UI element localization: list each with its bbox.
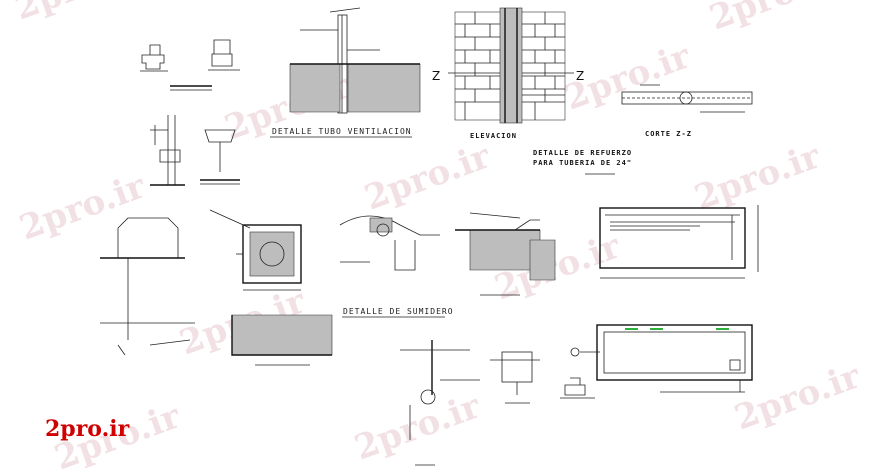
lavatory-details — [150, 115, 240, 186]
piping-riser — [400, 340, 480, 466]
title-refuerzo-line2: PARA TUBERIA DE 24" — [533, 159, 632, 167]
tank-plan-top — [599, 205, 759, 279]
logo: 2pro.ir — [45, 416, 130, 442]
title-sumidero: DETALLE DE SUMIDERO — [343, 307, 454, 316]
section-marker-z-left: Z — [432, 69, 440, 83]
tank-section-detail — [100, 217, 195, 356]
sumidero-section: DETALLE DE SUMIDERO — [231, 307, 454, 366]
refuerzo-title-block: DETALLE DE REFUERZO PARA TUBERIA DE 24" — [533, 149, 632, 175]
watermark-text: 2pro.ir — [349, 386, 486, 468]
title-corte-zz: CORTE Z-Z — [645, 130, 692, 138]
vent-pipe-detail: DETALLE TUBO VENTILACION — [270, 7, 421, 138]
detail-a — [455, 212, 556, 296]
section-marker-z-right: Z — [576, 69, 584, 83]
watermark-text: 2pro.ir — [14, 166, 151, 248]
small-valve-detail — [490, 351, 595, 404]
watermark-text: 2pro.ir — [9, 0, 146, 28]
watermark-text: 2pro.ir — [729, 356, 866, 438]
pipe-column — [499, 7, 523, 124]
toilet-details — [140, 39, 240, 91]
tank-plan-bottom — [570, 324, 753, 393]
title-elevacion: ELEVACION — [470, 132, 517, 140]
sumidero-plan — [209, 209, 302, 291]
title-refuerzo-line1: DETALLE DE REFUERZO — [533, 149, 632, 157]
watermark-text: 2pro.ir — [359, 136, 496, 218]
elevacion-detail: Z Z ELEVACION — [432, 7, 584, 140]
corte-zz-detail: CORTE Z-Z — [621, 84, 753, 138]
watermark-text: 2pro.ir — [704, 0, 841, 38]
title-tubo-ventilacion: DETALLE TUBO VENTILACION — [272, 127, 412, 136]
pipe-bend-detail — [339, 215, 440, 271]
